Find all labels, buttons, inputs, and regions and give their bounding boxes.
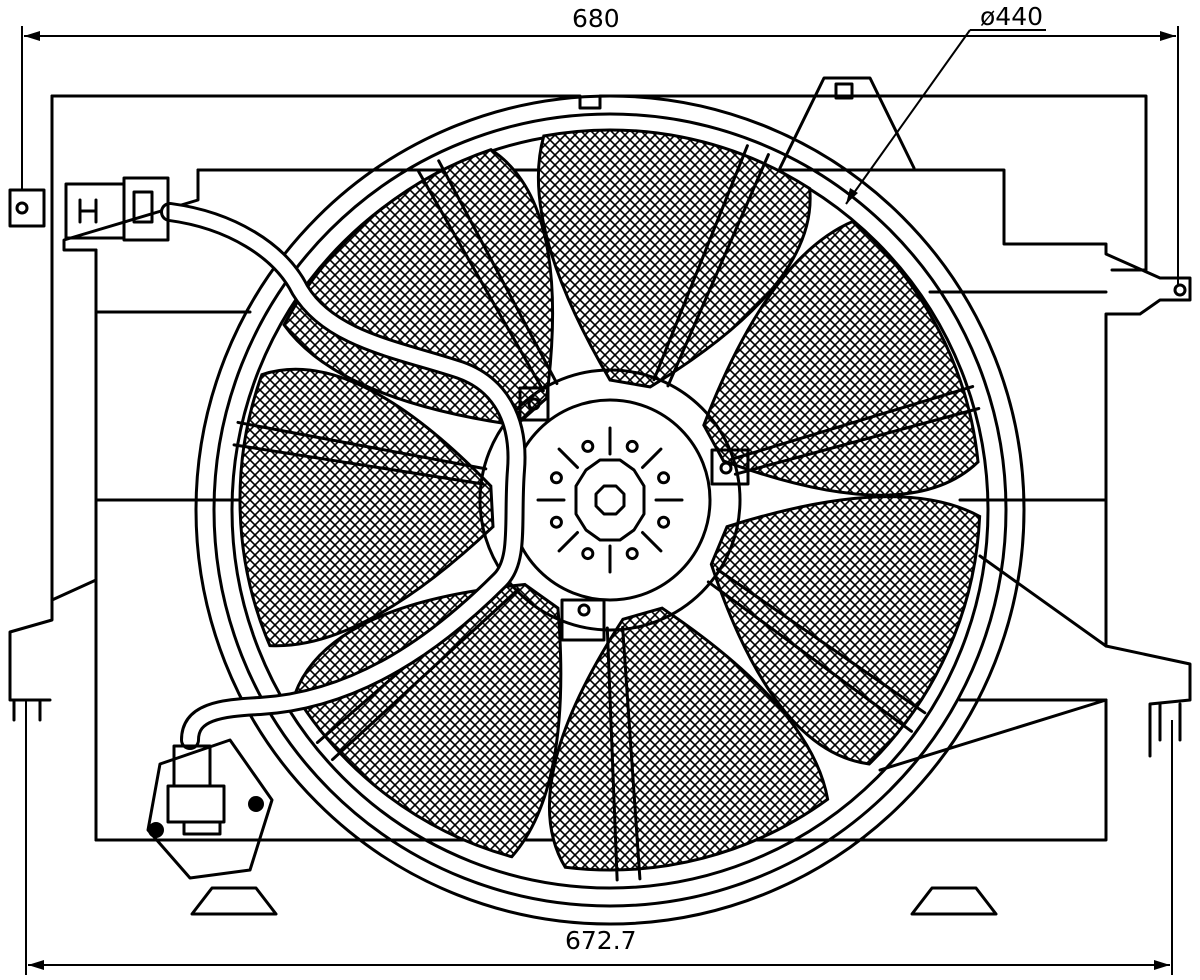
fan-spoke [417, 159, 559, 393]
fan-blades [238, 128, 982, 872]
hub-bolt-hole [625, 439, 639, 453]
hub-bolt-hole [549, 515, 563, 529]
hub-rib [641, 447, 663, 469]
bottom-width-label: 672.7 [565, 926, 637, 955]
hub-bolt-hole [625, 547, 639, 561]
hub-bolt-hole [549, 471, 563, 485]
fan-spoke [729, 385, 981, 476]
fan-hub [478, 368, 750, 642]
top-dimension-line [21, 26, 1179, 285]
resistor-connector [146, 738, 274, 880]
hub-bolt-hole [581, 439, 595, 453]
fan-blade [536, 128, 812, 389]
fan-blade [709, 495, 982, 766]
bottom-dimension-line [25, 700, 1173, 975]
hub-bolt-hole [657, 515, 671, 529]
fan-blade [282, 148, 555, 427]
hub-rib [557, 531, 579, 553]
fan-blade [548, 606, 830, 872]
fan-spoke [652, 144, 770, 388]
diameter-leader-line [845, 29, 1046, 205]
fan-blade [293, 582, 563, 859]
hub-rib [641, 531, 663, 553]
fan-diameter-label: ø440 [980, 2, 1044, 31]
hub-rib [557, 447, 579, 469]
wire-harness [160, 202, 527, 750]
fan-blade [238, 367, 495, 648]
overall-width-label: 680 [572, 4, 620, 33]
fan-ring [194, 94, 1026, 926]
hub-bolt-hole [657, 471, 671, 485]
hub-bolt-hole [581, 547, 595, 561]
fan-spoke [605, 625, 642, 882]
top-connector [64, 176, 170, 242]
fan-spokes [232, 144, 981, 882]
fan-spoke [232, 420, 488, 486]
fan-spoke [706, 568, 927, 733]
